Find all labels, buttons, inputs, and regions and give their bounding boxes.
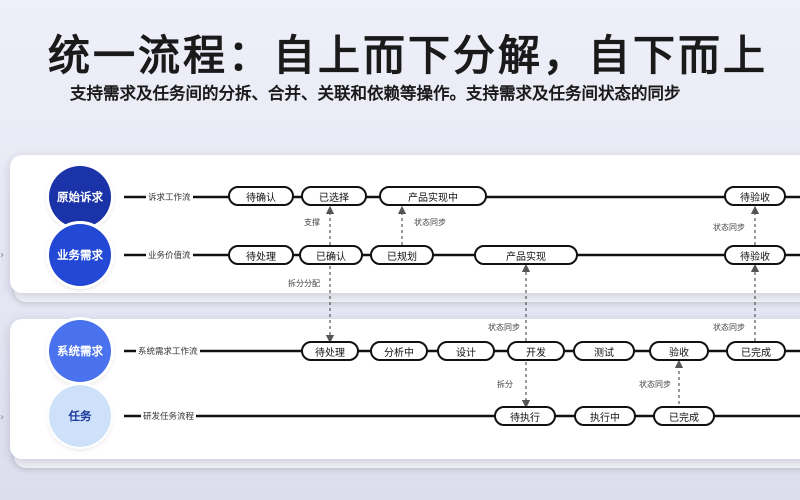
annotation-state-sync: 状态同步 [713,323,745,332]
node-system-pending[interactable]: 待处理 [301,341,359,361]
actor-task-circle: 任务 [49,385,111,447]
lane-label-business: 业务价值流 [146,249,193,261]
node-origin-selected[interactable]: 已选择 [301,186,367,206]
actor-task-label: 任务 [68,409,92,423]
node-business-pending[interactable]: 待处理 [228,245,294,265]
actor-business-circle: 业务需求 [49,224,111,286]
node-system-test[interactable]: 测试 [573,341,635,361]
page-subtitle: 支持需求及任务间的分拆、合并、关联和依赖等操作。支持需求及任务间状态的同步 [70,84,681,103]
annotation-support: 支撑 [304,218,320,227]
actor-origin-label: 原始诉求 [57,190,103,204]
node-system-design[interactable]: 设计 [437,341,495,361]
node-system-analysis[interactable]: 分析中 [370,341,428,361]
node-business-confirmed[interactable]: 已确认 [299,245,363,265]
node-origin-implementing[interactable]: 产品实现中 [379,186,487,206]
annotation-state-sync: 状态同步 [713,223,745,232]
annotation-state-sync: 状态同步 [639,380,671,389]
actor-system-label: 系统需求 [57,344,103,358]
node-system-develop[interactable]: 开发 [507,341,565,361]
node-origin-pending-confirm[interactable]: 待确认 [228,186,294,206]
panel-top [10,155,800,293]
node-system-completed[interactable]: 已完成 [726,341,786,361]
actor-system-circle: 系统需求 [49,320,111,382]
lane-label-task: 研发任务流程 [141,410,197,422]
annotation-state-sync: 状态同步 [414,218,446,227]
page-title: 统一流程：自上而下分解，自下而上 [48,31,769,80]
actor-business-label: 业务需求 [57,248,103,262]
node-task-executing[interactable]: 执行中 [574,406,636,426]
node-origin-pending-accept[interactable]: 待验收 [724,186,786,206]
annotation-split: 拆分 [497,380,513,389]
lane-label-system: 系统需求工作流 [136,345,200,357]
node-task-pending[interactable]: 待执行 [494,406,556,426]
side-mark: › [0,250,4,261]
node-business-pending-accept[interactable]: 待验收 [724,245,786,265]
annotation-state-sync: 状态同步 [488,323,520,332]
annotation-split-assign: 拆分分配 [288,279,320,288]
node-system-accept[interactable]: 验收 [649,341,709,361]
actor-origin-circle: 原始诉求 [49,166,111,228]
node-task-completed[interactable]: 已完成 [653,406,715,426]
lane-label-origin: 诉求工作流 [146,191,193,203]
node-business-planned[interactable]: 已规划 [370,245,434,265]
node-business-product[interactable]: 产品实现 [474,245,578,265]
side-mark: › [0,412,4,423]
